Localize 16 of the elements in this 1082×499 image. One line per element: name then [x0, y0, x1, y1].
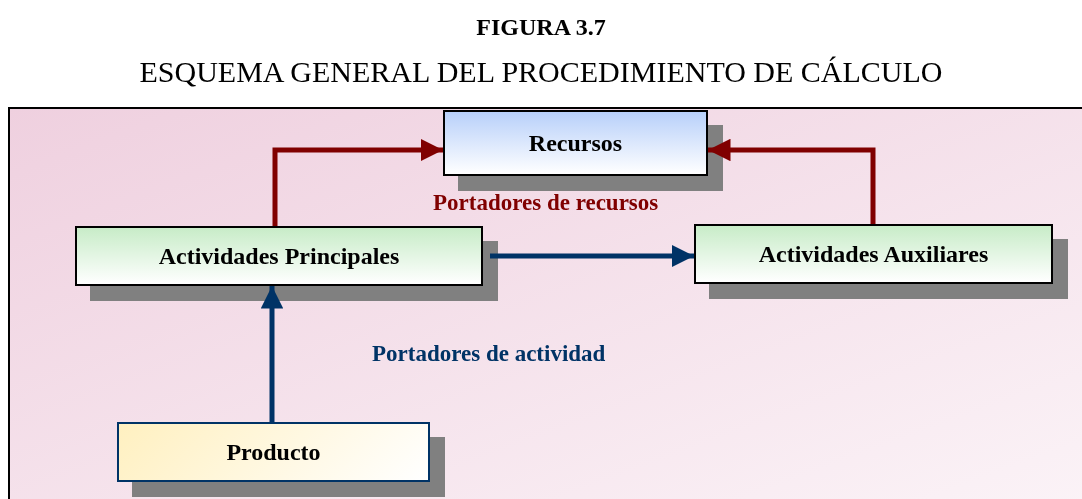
figure-number: FIGURA 3.7 — [475, 13, 607, 42]
annotation-text: Portadores de recursos — [433, 189, 659, 217]
process-box — [443, 110, 708, 176]
box-label: Producto — [226, 438, 321, 466]
process-box — [694, 224, 1053, 284]
annotation-text: Portadores de actividad — [372, 340, 606, 368]
box-label: Actividades Auxiliares — [758, 240, 989, 268]
box-label: Actividades Principales — [158, 242, 400, 270]
arrow — [272, 138, 443, 226]
box-label: Recursos — [528, 129, 623, 157]
diagram-title: ESQUEMA GENERAL DEL PROCEDIMIENTO DE CÁLCULO — [138, 54, 944, 90]
arrow — [490, 244, 694, 268]
arrow — [708, 138, 876, 224]
arrow — [260, 286, 284, 422]
process-box — [75, 226, 483, 286]
process-box — [117, 422, 430, 482]
